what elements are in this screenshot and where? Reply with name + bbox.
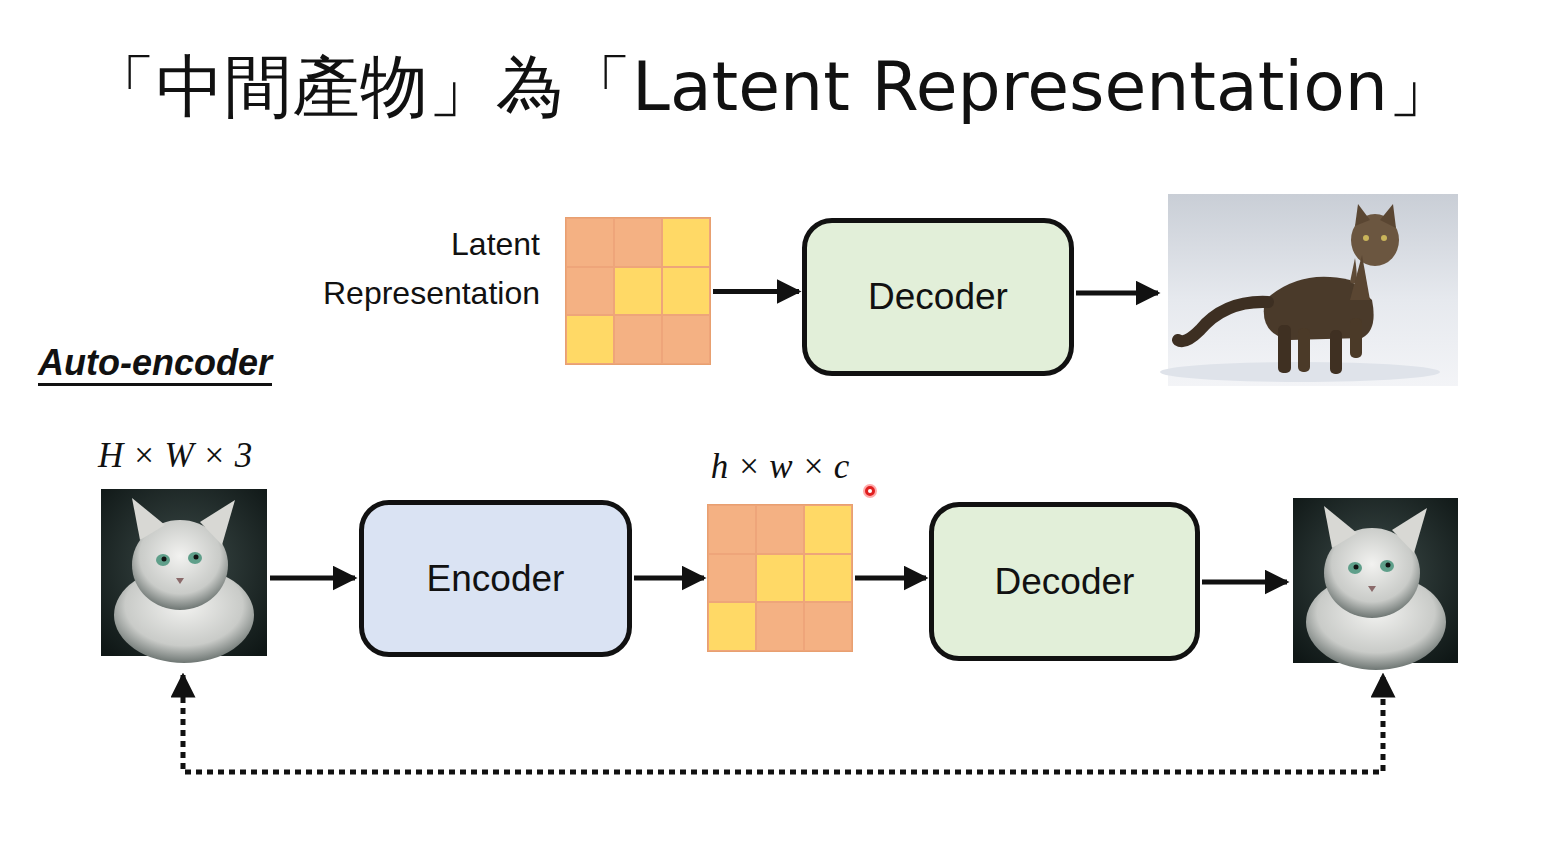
grid-cell (662, 315, 710, 364)
box-label: Decoder (995, 561, 1135, 603)
process-box: Encoder (359, 500, 632, 657)
arrow (270, 576, 355, 581)
pointer-dot (868, 489, 872, 493)
arrow (1202, 580, 1287, 585)
grid-label: Latent Representation (270, 220, 540, 318)
grid-cell (662, 267, 710, 316)
grid-cell (614, 315, 662, 364)
grid-cell (756, 505, 804, 554)
title: 「中間產物」為「Latent Representation」 (0, 42, 1544, 133)
grid-cell (756, 554, 804, 603)
latent-grid: Latent Representation (565, 217, 711, 365)
grid-cell (614, 218, 662, 267)
connector-arrow (855, 576, 926, 581)
grid-cell (566, 267, 614, 316)
cat-photo (1160, 194, 1458, 386)
grid-cell (804, 602, 852, 651)
grid-cell (708, 505, 756, 554)
connector-arrow (713, 289, 799, 294)
grid-cell (804, 505, 852, 554)
grid-label: h × w × c (711, 447, 850, 487)
dimension-label: H × W × 3 (98, 436, 252, 476)
grid-cell (566, 315, 614, 364)
grid-cell (614, 267, 662, 316)
cat-portrait (101, 489, 267, 663)
connector-arrow (634, 576, 704, 581)
grid-cell (566, 218, 614, 267)
grid-cell (662, 218, 710, 267)
latent-grid: h × w × c (707, 504, 853, 652)
cat-portrait (1293, 498, 1458, 670)
grid-cell (708, 602, 756, 651)
grid-cell (756, 602, 804, 651)
box-label: Decoder (868, 276, 1008, 318)
grid-cell (708, 554, 756, 603)
box-label: Encoder (427, 558, 565, 600)
grid-cell (804, 554, 852, 603)
process-box: Decoder (802, 218, 1074, 376)
process-box: Decoder (929, 502, 1200, 661)
section-label: Auto-encoder (38, 342, 272, 384)
dotted-loop (183, 675, 1383, 772)
arrow (1076, 291, 1158, 296)
pointer-dot (864, 485, 876, 497)
